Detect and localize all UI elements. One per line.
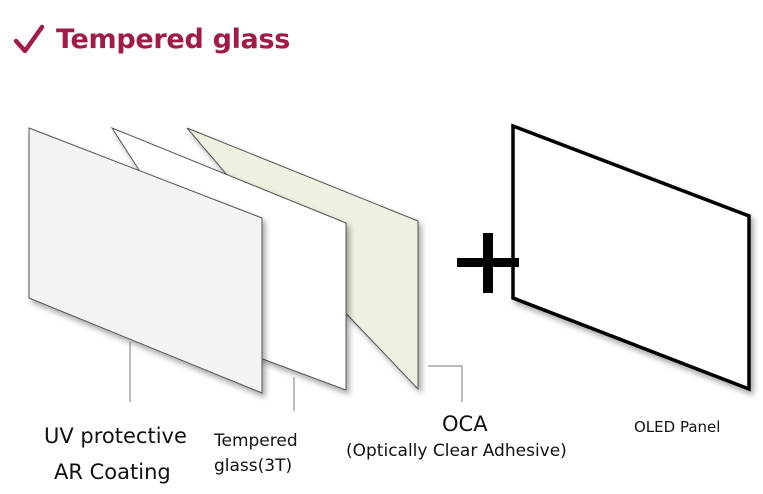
oca-leader-line [428, 365, 463, 402]
uv-ar-coating-label: UV protective AR Coating [44, 424, 187, 484]
check-icon [13, 24, 45, 54]
oca-label: OCA [442, 412, 488, 436]
oled-panel [511, 123, 751, 392]
oled-panel-label: OLED Panel [634, 418, 721, 436]
page-title: Tempered glass [56, 23, 291, 55]
plus-icon [457, 233, 519, 293]
tempered-glass-label: Tempered glass(3T) [214, 431, 298, 476]
uv-ar-coating-layer [28, 127, 263, 394]
header: Tempered glass [12, 22, 290, 56]
oca-full-name-label: (Optically Clear Adhesive) [346, 441, 567, 461]
